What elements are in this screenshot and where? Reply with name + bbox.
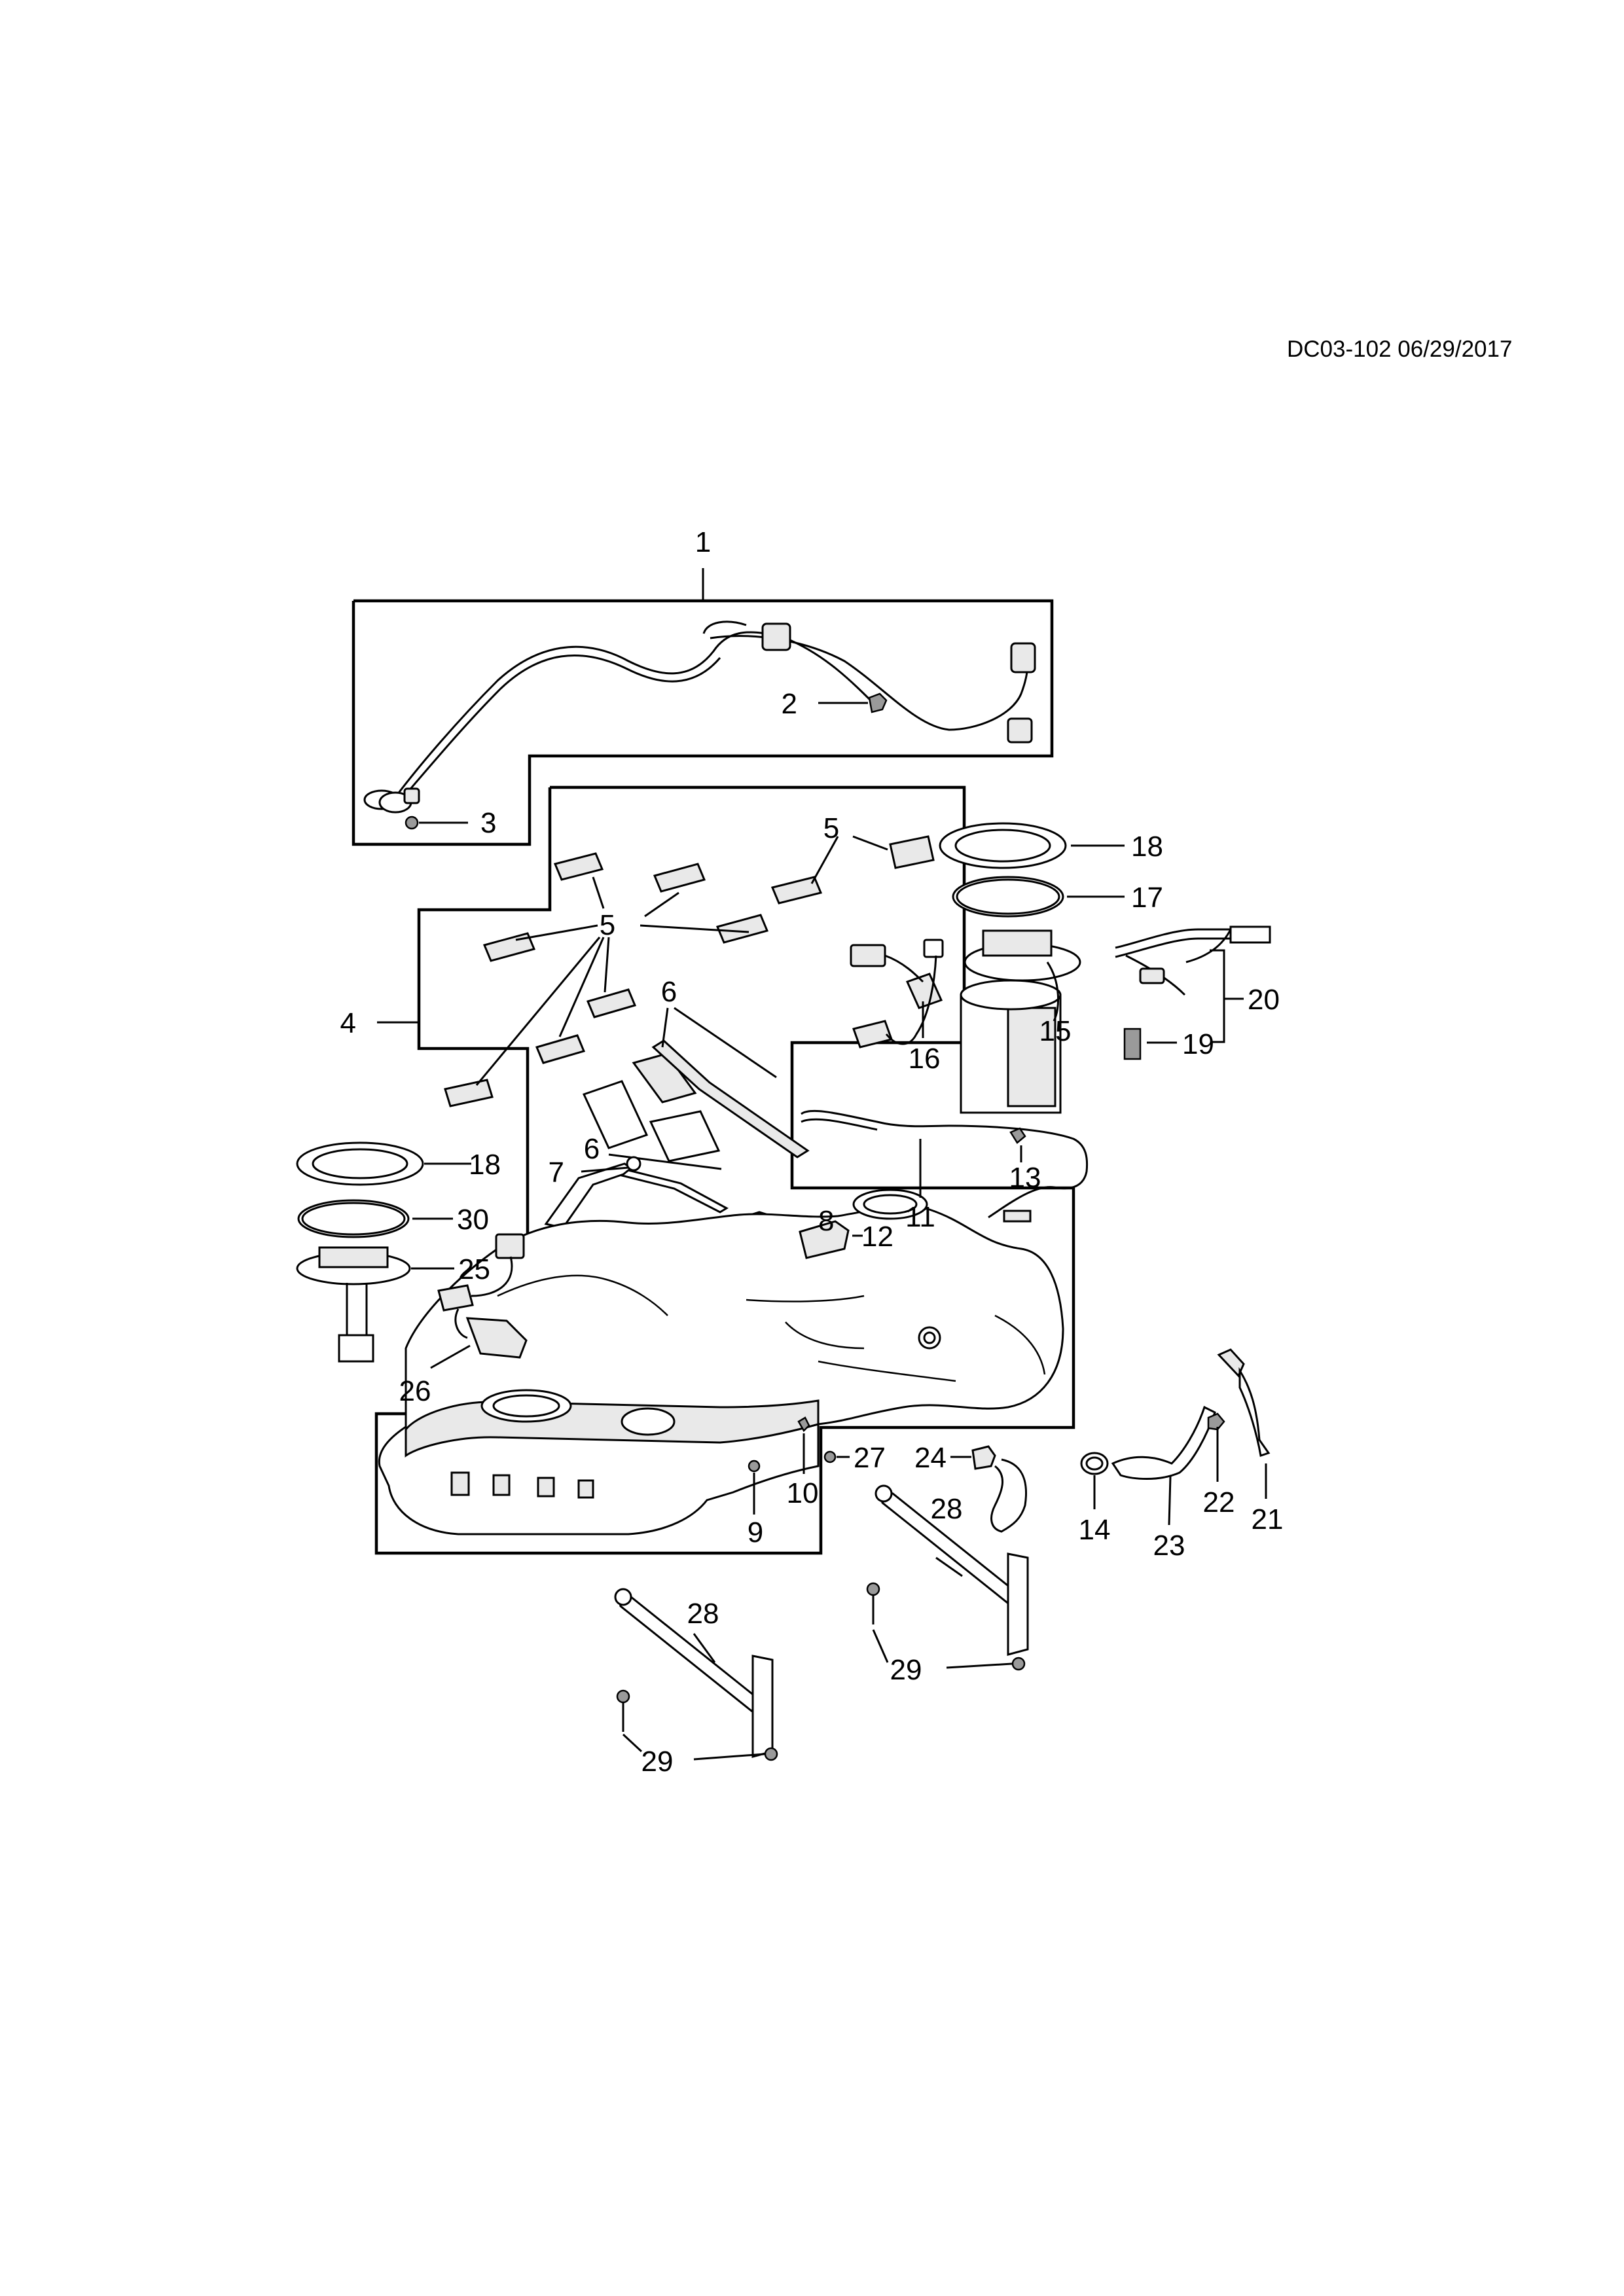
callout-17: 17 (1131, 882, 1163, 914)
part-20-fuel-line (1115, 925, 1271, 996)
part-21-vent-hose (1217, 1348, 1271, 1499)
part-22-clip (1207, 1412, 1225, 1482)
callout-28-left: 28 (687, 1598, 719, 1630)
part-25-sender-unit (296, 1233, 525, 1363)
callout-2: 2 (782, 688, 797, 720)
callout-6-lower: 6 (584, 1133, 600, 1165)
callout-23: 23 (1153, 1530, 1185, 1562)
part-26-connector-harness (430, 1256, 528, 1369)
group-borders (352, 599, 1075, 1555)
part-18-lock-ring-upper (939, 822, 1125, 869)
group-4-border (374, 785, 1075, 1555)
callout-28-right: 28 (931, 1493, 963, 1525)
part-24-connector (950, 1445, 1027, 1533)
part-fuel-tank (378, 1189, 1064, 1535)
part-30-seal-ring (297, 1199, 453, 1238)
callout-11: 11 (905, 1201, 935, 1233)
callout-16: 16 (909, 1043, 941, 1075)
callout-15: 15 (1039, 1015, 1072, 1047)
part-28-tank-strap-right (875, 1484, 1029, 1656)
part-28-tank-strap-left (614, 1588, 774, 1758)
callout-20: 20 (1248, 984, 1280, 1016)
part-23-filler-hose (1111, 1405, 1216, 1526)
part-11-fuel-pipe (801, 1109, 1089, 1223)
callout-7: 7 (549, 1157, 564, 1189)
callout-6-upper: 6 (661, 976, 677, 1008)
callout-19: 19 (1182, 1028, 1214, 1060)
group-1-border (352, 599, 1054, 846)
callout-8: 8 (818, 1205, 834, 1237)
callout-27: 27 (854, 1442, 886, 1474)
part-12-bracket (799, 1220, 863, 1259)
callout-10: 10 (787, 1477, 819, 1509)
callout-29-left: 29 (641, 1746, 674, 1778)
callout-18-upper: 18 (1131, 831, 1163, 863)
part-15-fuel-pump-module (960, 929, 1081, 1114)
part-20-bracket-line (1210, 949, 1244, 1043)
callout-12: 12 (861, 1221, 893, 1253)
part-9-bolt (748, 1460, 761, 1515)
callout-5-lower: 5 (600, 909, 615, 941)
part-17-seal-ring (952, 876, 1125, 918)
part-3-screw (405, 816, 468, 830)
part-5-insulator-pads (444, 835, 935, 1107)
callout-13: 13 (1009, 1162, 1041, 1194)
callout-labels: 1 2 3 4 5 5 6 6 7 8 9 10 11 12 13 14 15 … (340, 526, 1284, 1778)
callout-4: 4 (340, 1007, 356, 1039)
diagram-reference-code: DC03-102 06/29/2017 (1287, 336, 1513, 362)
part-13-clip (1009, 1127, 1026, 1162)
part-2-clip (818, 692, 888, 713)
callout-25: 25 (458, 1253, 490, 1285)
callout-29-right: 29 (890, 1654, 922, 1686)
callout-5-upper: 5 (823, 812, 839, 844)
callout-26: 26 (399, 1375, 431, 1407)
callout-3: 3 (480, 807, 496, 839)
part-16-sender-unit (850, 939, 944, 1049)
callout-1: 1 (695, 526, 711, 558)
callout-21: 21 (1252, 1503, 1284, 1535)
callout-22: 22 (1203, 1486, 1235, 1518)
part-14-hose-clamp (1080, 1452, 1109, 1509)
part-19-clip (1123, 1028, 1177, 1060)
part-29-bolts (616, 1582, 1026, 1761)
part-7-strap (544, 1156, 729, 1229)
callout-14: 14 (1079, 1514, 1111, 1546)
part-1-wiring-harness (363, 620, 1036, 814)
part-18-lock-ring-lower (296, 1141, 471, 1186)
part-10-clip (797, 1416, 810, 1474)
callout-30: 30 (457, 1204, 489, 1236)
part-6-protection-sheets (582, 1007, 810, 1170)
callout-9: 9 (748, 1516, 763, 1549)
leader-lines (377, 568, 704, 1024)
callout-24: 24 (914, 1442, 947, 1474)
part-27-bolt (823, 1450, 850, 1463)
callout-18-lower: 18 (469, 1149, 501, 1181)
